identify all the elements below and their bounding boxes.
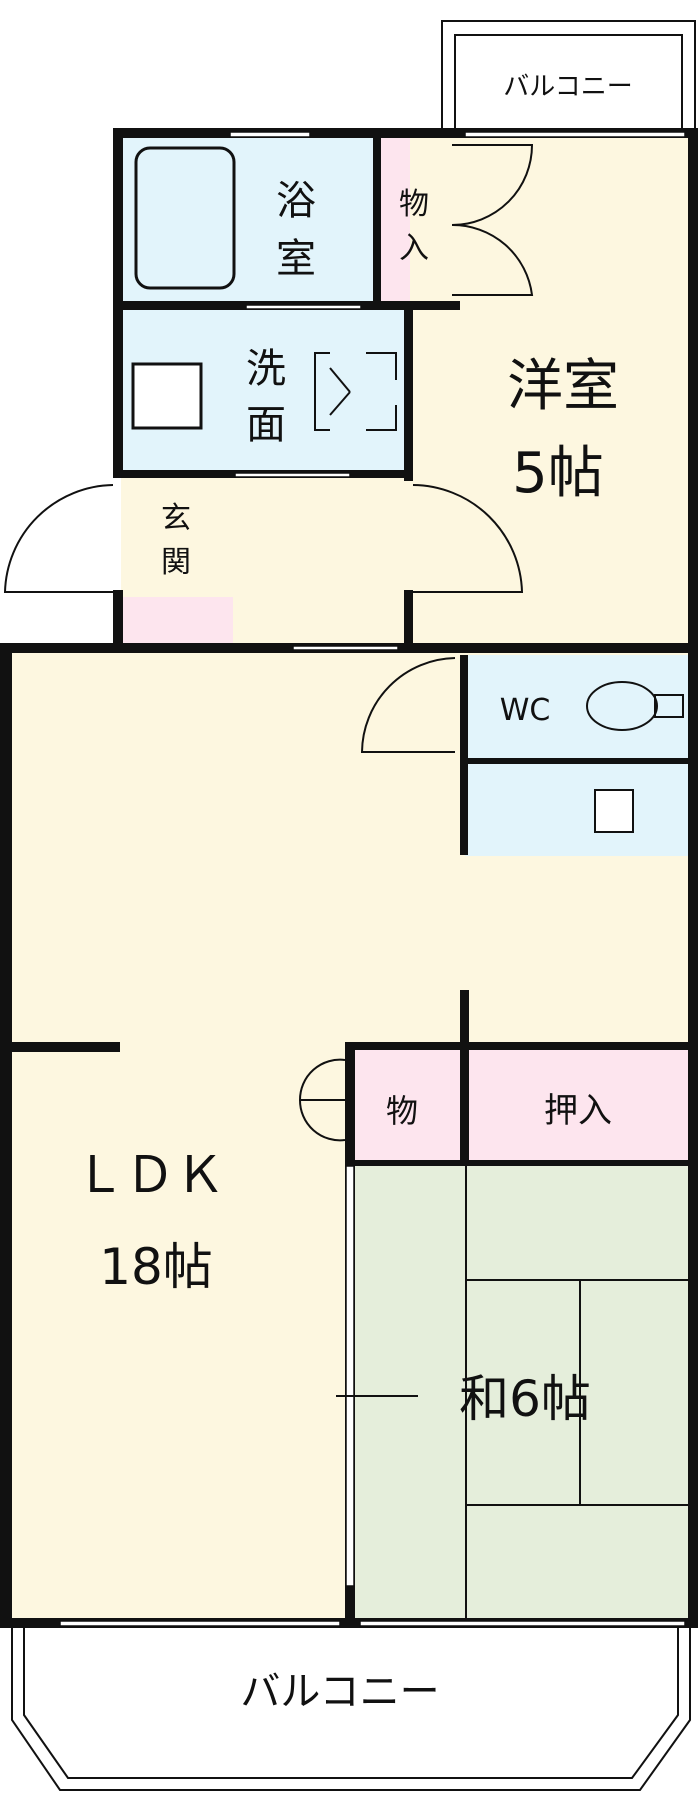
entrance-label-2: 関 (161, 545, 191, 580)
washroom-sliding-door (234, 472, 351, 478)
oshiire-floor (460, 1050, 690, 1160)
ldk-name: ＬＤＫ (75, 1146, 225, 1204)
tatami-lines (465, 1166, 690, 1620)
kitchen-sink-icon (594, 789, 634, 833)
bath-window (229, 131, 311, 138)
bath-label-2: 室 (276, 236, 316, 282)
washbasin-icon (131, 362, 203, 430)
entrance-label-1: 玄 (161, 501, 191, 536)
bath-label-1: 浴 (276, 178, 316, 224)
kitchen-counter (465, 764, 690, 856)
ldk-size: 18帖 (99, 1238, 213, 1296)
washing-machine-icon (314, 352, 397, 431)
toilet-icon (586, 681, 684, 731)
closet-top-label-2: 入 (399, 231, 429, 266)
door-swings (3, 144, 534, 1397)
wc-label: WC (500, 693, 551, 728)
closet-small-floor (350, 1050, 460, 1160)
japanese-room-label: 和6帖 (459, 1370, 591, 1428)
entrance-step (121, 597, 233, 643)
bathtub-icon (134, 146, 236, 290)
western-room-name: 洋室 (507, 354, 619, 419)
japanese-room-sliding-door (345, 1165, 355, 1587)
western-room-window (464, 131, 686, 138)
bath-sliding-door (245, 304, 362, 310)
western-room-floor (410, 138, 690, 643)
balcony-top: バルコニー (441, 20, 696, 132)
closet-small-label: 物 (386, 1092, 418, 1130)
balcony-bottom (11, 1628, 691, 1791)
closet-top-label-1: 物 (399, 187, 429, 222)
washroom-label-1: 洗 (246, 346, 286, 392)
japanese-room-floor (355, 1166, 690, 1620)
japanese-room-window (359, 1620, 686, 1627)
washroom-label-2: 面 (246, 402, 286, 448)
oshiire-label: 押入 (544, 1091, 612, 1131)
balcony-top-label: バルコニー (503, 72, 632, 102)
ldk-sliding-door (292, 645, 399, 651)
balcony-bottom-label: バルコニー (240, 1669, 439, 1715)
wc-floor (465, 655, 690, 758)
ldk-window (59, 1620, 341, 1627)
western-room-size: 5帖 (512, 441, 604, 506)
